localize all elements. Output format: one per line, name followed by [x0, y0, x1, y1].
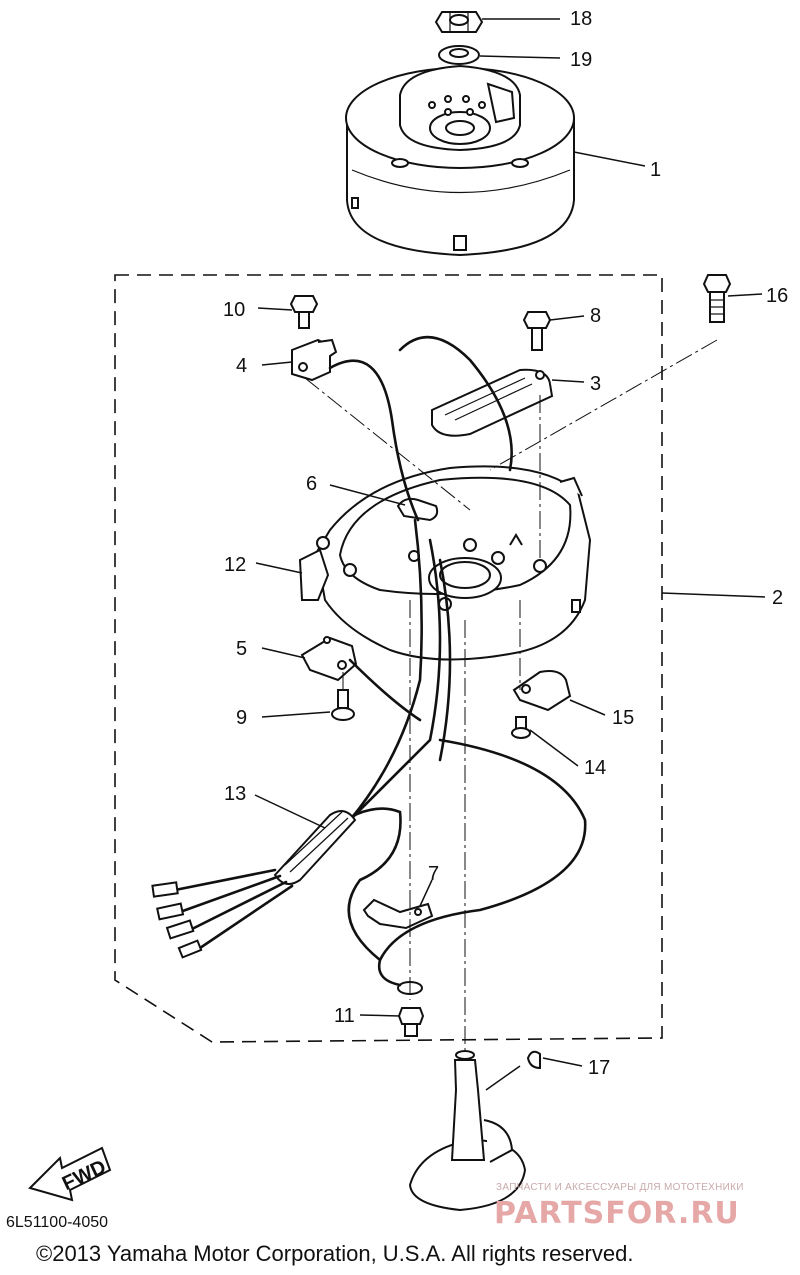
- callout-16: 16: [766, 285, 788, 307]
- callout-4: 4: [236, 355, 247, 377]
- fwd-arrow-icon: FWD: [28, 1146, 112, 1202]
- diagram-part-code: 6L51100-4050: [6, 1214, 109, 1231]
- callout-11: 11: [334, 1005, 355, 1027]
- part-4-pulser-coil: [291, 338, 338, 382]
- callout-3: 3: [590, 373, 601, 395]
- part-18-nut: [434, 11, 484, 33]
- callout-6: 6: [306, 473, 317, 495]
- callout-12: 12: [224, 554, 246, 576]
- assembly-boundary: [114, 274, 663, 1043]
- part-7-plate: [362, 898, 434, 930]
- callout-7: 7: [428, 863, 439, 885]
- part-8-bolt: [522, 311, 552, 351]
- callout-19: 19: [570, 49, 592, 71]
- callout-1: 1: [650, 159, 661, 181]
- part-16-bolt: [702, 274, 732, 323]
- part-19-washer: [438, 45, 480, 65]
- watermark-logo: PARTSFOR.RU: [494, 1196, 740, 1231]
- part-17-key: [526, 1050, 541, 1070]
- callout-8: 8: [590, 305, 601, 327]
- part-14-screw: [511, 716, 531, 739]
- part-13-wire-harness: [151, 335, 587, 987]
- callout-15: 15: [612, 707, 634, 729]
- callout-10: 10: [223, 299, 245, 321]
- part-10-bolt: [289, 295, 319, 329]
- callout-17: 17: [588, 1057, 610, 1079]
- part-6-clamp: [396, 497, 439, 522]
- callout-18: 18: [570, 8, 592, 30]
- callout-9: 9: [236, 707, 247, 729]
- part-15-clamp: [512, 670, 572, 712]
- part-1-flywheel: [345, 64, 575, 257]
- part-5-clamp: [300, 636, 358, 682]
- callout-2: 2: [772, 587, 783, 609]
- watermark-tagline: ЗАПЧАСТИ И АКСЕССУАРЫ ДЛЯ МОТОТЕХНИКИ: [496, 1182, 744, 1193]
- callout-14: 14: [584, 757, 606, 779]
- callout-13: 13: [224, 783, 246, 805]
- part-3-charge-coil: [431, 368, 554, 437]
- crankshaft: [408, 1050, 527, 1212]
- callout-5: 5: [236, 638, 247, 660]
- part-12-stator-base: [298, 465, 592, 661]
- copyright-notice: ©2013 Yamaha Motor Corporation, U.S.A. A…: [36, 1241, 634, 1266]
- part-9-screw: [331, 689, 355, 721]
